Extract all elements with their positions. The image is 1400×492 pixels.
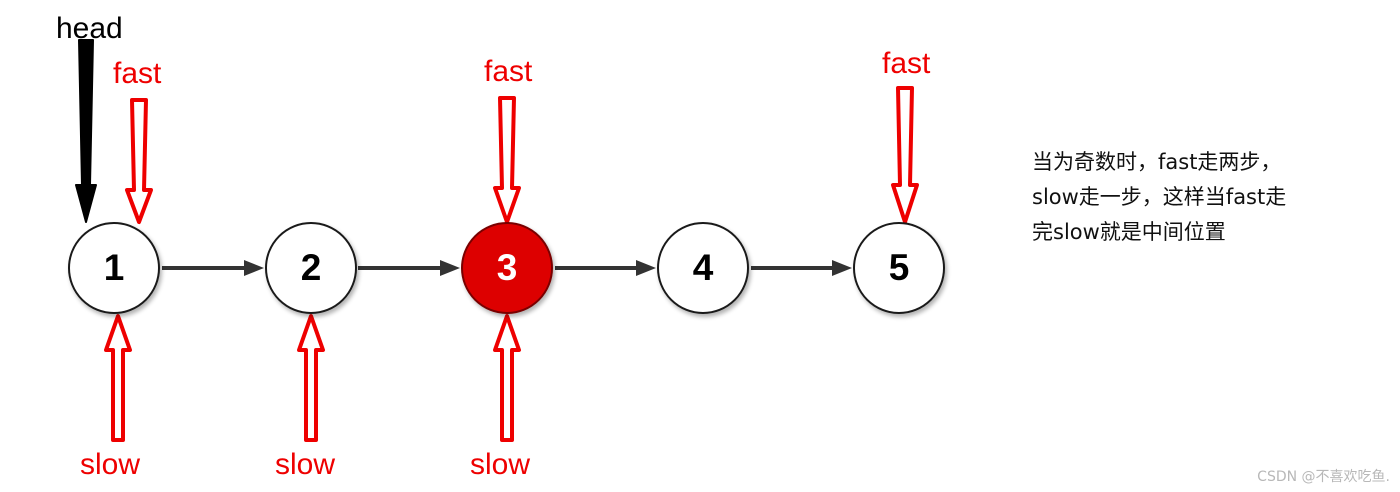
node-value: 1 <box>103 247 125 288</box>
node-value: 4 <box>692 247 714 288</box>
note-line: 当为奇数时，fast走两步， <box>1032 150 1282 174</box>
link-arrow-3-4 <box>555 260 656 276</box>
fast-label-node1: fast <box>113 57 162 90</box>
note-line: slow走一步，这样当fast走 <box>1032 185 1287 209</box>
link-arrow-1-2 <box>162 260 264 276</box>
list-node: 1 <box>68 222 160 314</box>
slow-pointer-arrow-node1 <box>104 314 132 442</box>
fast-pointer-arrow-node5 <box>891 86 919 224</box>
list-node-highlighted: 3 <box>461 222 553 314</box>
slow-label-node1: slow <box>80 448 141 481</box>
list-node: 2 <box>265 222 357 314</box>
node-value: 3 <box>496 247 518 288</box>
slow-pointer-arrow-node2 <box>297 314 325 442</box>
node-value: 2 <box>300 247 322 288</box>
list-node: 4 <box>657 222 749 314</box>
slow-pointer-arrow-node3 <box>493 314 521 442</box>
fast-pointer-arrow-node1 <box>125 98 153 224</box>
watermark: CSDN @不喜欢吃鱼. <box>1257 469 1390 485</box>
note-line: 完slow就是中间位置 <box>1032 220 1226 244</box>
slow-label-node2: slow <box>275 448 336 481</box>
fast-label-node3: fast <box>484 55 533 88</box>
explanation-note: 当为奇数时，fast走两步， slow走一步，这样当fast走 完slow就是中… <box>1032 145 1352 250</box>
fast-pointer-arrow-node3 <box>493 96 521 224</box>
node-value: 5 <box>888 247 910 288</box>
head-pointer-arrow <box>75 39 97 223</box>
slow-label-node3: slow <box>470 448 531 481</box>
link-arrow-2-3 <box>358 260 460 276</box>
head-label: head <box>56 12 123 45</box>
link-arrow-4-5 <box>751 260 852 276</box>
fast-label-node5: fast <box>882 47 931 80</box>
list-node: 5 <box>853 222 945 314</box>
